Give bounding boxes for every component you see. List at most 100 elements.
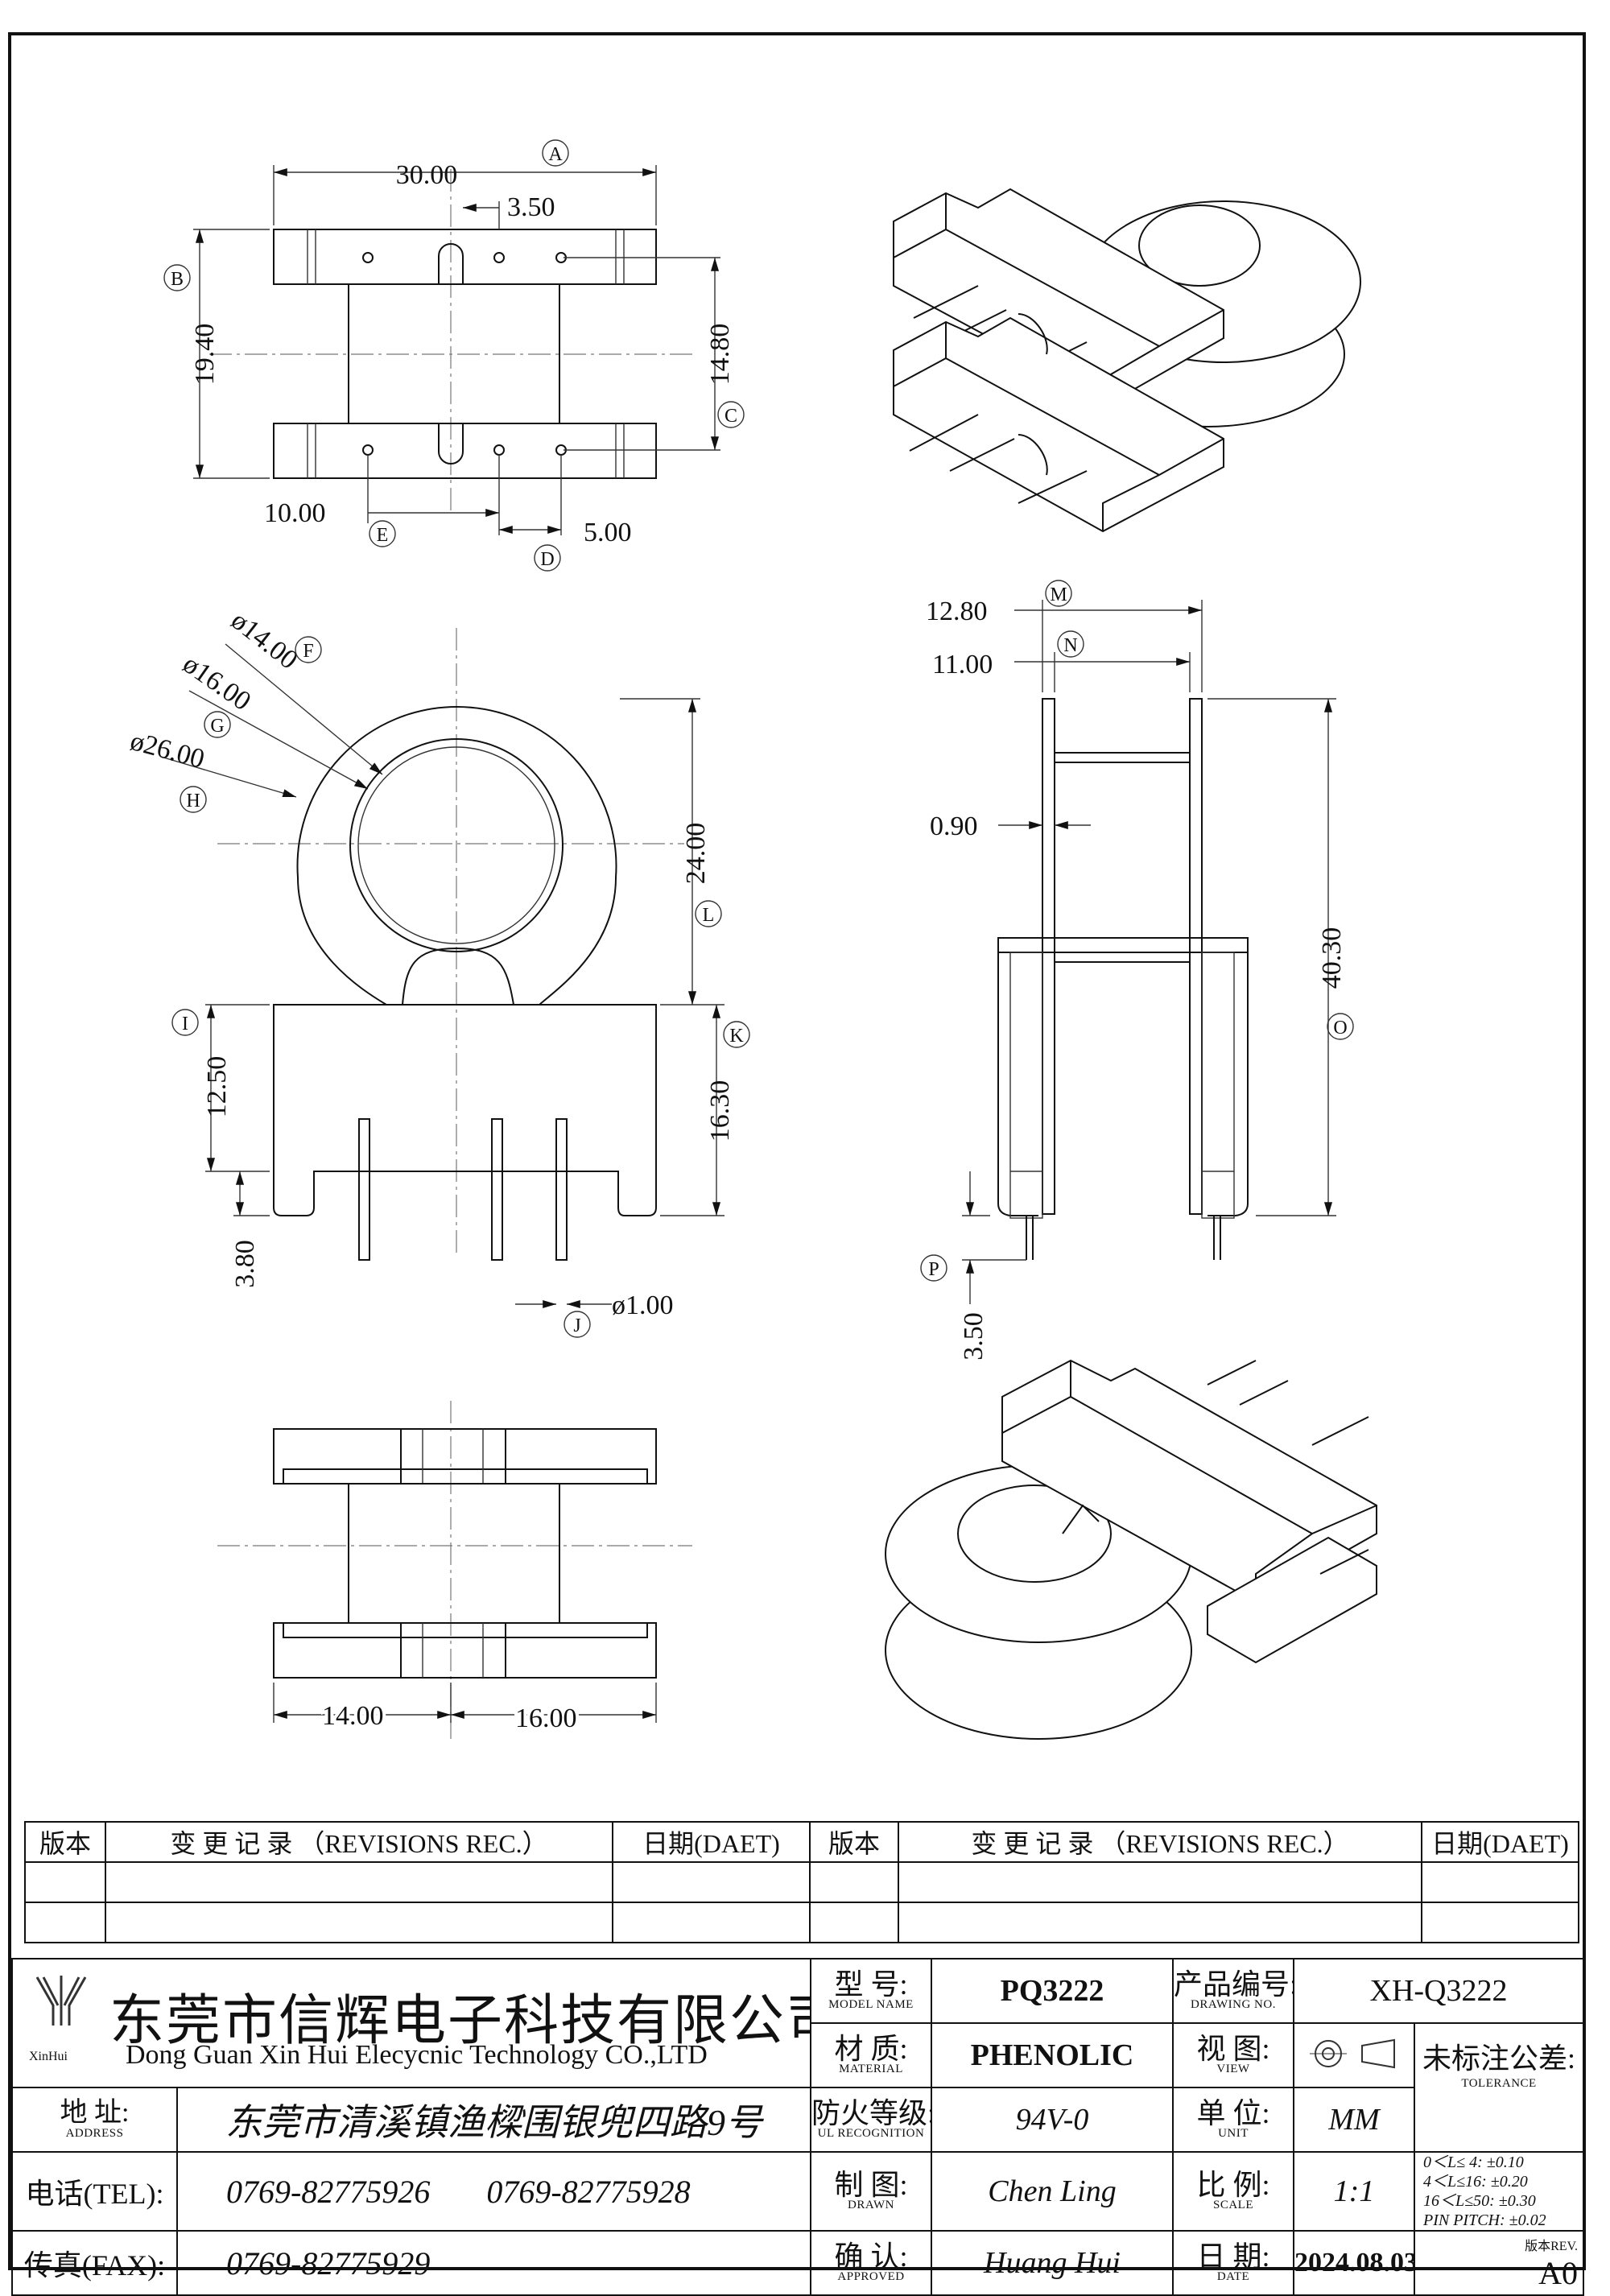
revisions-row: [24, 1902, 1579, 1943]
tol-row: 4＜L≤16: ±0.20: [1423, 2173, 1528, 2191]
callouts: A B C D E F G H I J K L M N O P: [163, 139, 1354, 1338]
company-name-en: Dong Guan Xin Hui Elecycnic Technology C…: [126, 2040, 708, 2070]
rev-col-record-2: 变 更 记 录 （REVISIONS REC.）: [898, 1821, 1422, 1863]
callout-f: F: [295, 636, 322, 663]
tel-values: 0769-82775926 0769-82775928: [176, 2151, 811, 2232]
callout-o: O: [1327, 1013, 1354, 1040]
approved-value: Huang Hui: [931, 2230, 1174, 2296]
address-value: 东莞市清溪镇渔樑围银兜四路9号: [176, 2087, 811, 2153]
side-view: 12.80 11.00 0.90 40.30 3.50: [926, 597, 1347, 1361]
tol-row: 16＜L≤50: ±0.30: [1423, 2192, 1536, 2210]
rev-col-record: 变 更 记 录 （REVISIONS REC.）: [105, 1821, 613, 1863]
dim-a-sub: 3.50: [507, 192, 555, 222]
front-view: ø14.00 ø16.00 ø26.00 24.00 16.30 12.50 3…: [127, 605, 735, 1320]
dim-o: 40.30: [1317, 927, 1347, 989]
tol-row: PIN PITCH: ±0.02: [1423, 2211, 1546, 2229]
company-name-cn: 东莞市信辉电子科技有限公司: [109, 1990, 811, 2051]
dim-b14: 14.00: [322, 1701, 384, 1731]
logo-text: XinHui: [29, 2050, 68, 2063]
fax-label: 传真(FAX):: [11, 2230, 178, 2296]
svg-text:I: I: [182, 1014, 188, 1034]
unit-value: MM: [1293, 2087, 1415, 2153]
svg-text:J: J: [573, 1315, 580, 1336]
svg-text:K: K: [729, 1026, 744, 1047]
model-value: PQ3222: [931, 1958, 1174, 2024]
svg-text:E: E: [377, 525, 389, 546]
dim-j: ø1.00: [612, 1290, 674, 1320]
svg-text:H: H: [186, 791, 200, 811]
material-label-cell: 材 质:MATERIAL: [810, 2022, 932, 2088]
drawn-label-cell: 制 图:DRAWN: [810, 2151, 932, 2232]
dim-a: 30.00: [396, 160, 458, 190]
revisions-table: 版本 变 更 记 录 （REVISIONS REC.） 日期(DAET) 版本 …: [24, 1821, 1579, 1943]
rev-label: 版本REV.: [1525, 2240, 1579, 2253]
rev-col-date: 日期(DAET): [612, 1821, 811, 1863]
material-value: PHENOLIC: [931, 2022, 1174, 2088]
revisions-row: [24, 1861, 1579, 1903]
view-label-cell: 视 图:VIEW: [1172, 2022, 1294, 2088]
tel-1: 0769-82775926: [226, 2173, 431, 2210]
scale-value: 1:1: [1293, 2151, 1415, 2232]
dim-m: 12.80: [926, 597, 988, 626]
view-symbol-cell: [1293, 2022, 1415, 2088]
rev-col-date-2: 日期(DAET): [1421, 1821, 1579, 1863]
ul-label-cell: 防火等级:UL RECOGNITION: [810, 2087, 932, 2153]
rev-value: A0: [1538, 2254, 1579, 2291]
fax-value: 0769-82775929: [176, 2230, 811, 2296]
rev-cell: 版本REV. A0: [1413, 2230, 1585, 2296]
dim-l: 24.00: [681, 823, 711, 885]
iso-view-bottom: [885, 1359, 1377, 1740]
svg-text:A: A: [548, 144, 563, 165]
scale-label-cell: 比 例:SCALE: [1172, 2151, 1294, 2232]
drawing-no-value: XH-Q3222: [1292, 1958, 1585, 2024]
svg-text:L: L: [703, 905, 715, 926]
company-cell: XinHui 东莞市信辉电子科技有限公司 Dong Guan Xin Hui E…: [11, 1958, 811, 2088]
svg-text:M: M: [1050, 584, 1067, 605]
callout-l: L: [695, 900, 722, 927]
svg-text:F: F: [303, 641, 313, 662]
tolerance-rows: 0＜L≤ 4: ±0.10 4＜L≤16: ±0.20 16＜L≤50: ±0.…: [1413, 2151, 1585, 2232]
svg-text:O: O: [1333, 1018, 1347, 1039]
dim-b: 19.40: [190, 324, 220, 386]
approved-label-cell: 确 认:APPROVED: [810, 2230, 932, 2296]
dim-h: ø26.00: [127, 726, 208, 774]
tol-row: 0＜L≤ 4: ±0.10: [1423, 2154, 1524, 2171]
callout-k: K: [723, 1021, 750, 1048]
dim-090: 0.90: [930, 811, 978, 841]
model-label-cell: 型 号:MODEL NAME: [810, 1958, 932, 2024]
rev-col-version: 版本: [24, 1821, 106, 1863]
callout-g: G: [204, 711, 231, 738]
top-view: 30.00 3.50 19.40 14.80 10.00 5.00: [190, 160, 735, 547]
drawing-no-label-cell: 产品编号:DRAWING NO.: [1172, 1958, 1294, 2024]
svg-text:B: B: [171, 269, 184, 290]
dim-i: 12.50: [202, 1056, 232, 1118]
svg-text:G: G: [210, 716, 224, 737]
callout-b: B: [163, 264, 191, 291]
dim-d: 5.00: [584, 518, 632, 547]
rev-col-version-2: 版本: [809, 1821, 899, 1863]
callout-c: C: [717, 401, 745, 428]
svg-text:C: C: [724, 406, 737, 427]
callout-p: P: [920, 1254, 947, 1282]
revisions-header-row: 版本 变 更 记 录 （REVISIONS REC.） 日期(DAET) 版本 …: [24, 1821, 1579, 1863]
callout-h: H: [180, 786, 207, 813]
tel-2: 0769-82775928: [486, 2173, 691, 2210]
unit-label-cell: 单 位:UNIT: [1172, 2087, 1294, 2153]
callout-a: A: [542, 139, 569, 167]
callout-e: E: [369, 520, 396, 547]
address-label-cell: 地 址:ADDRESS: [11, 2087, 178, 2153]
bottom-view: 14.00 16.00: [217, 1401, 692, 1739]
callout-m: M: [1045, 580, 1072, 607]
callout-j: J: [564, 1311, 591, 1338]
callout-d: D: [534, 544, 561, 572]
callout-i: I: [171, 1009, 199, 1036]
dim-380: 3.80: [230, 1240, 260, 1288]
dim-c: 14.80: [705, 324, 735, 386]
projection-symbol-icon: [1310, 2038, 1395, 2068]
tolerance-cell: 未标注公差:TOLERANCE: [1413, 2022, 1585, 2153]
svg-text:D: D: [540, 549, 554, 570]
tel-label: 电话(TEL):: [11, 2151, 178, 2232]
dim-k: 16.30: [705, 1080, 735, 1142]
drawn-value: Chen Ling: [931, 2151, 1174, 2232]
dim-p: 3.50: [959, 1312, 989, 1361]
